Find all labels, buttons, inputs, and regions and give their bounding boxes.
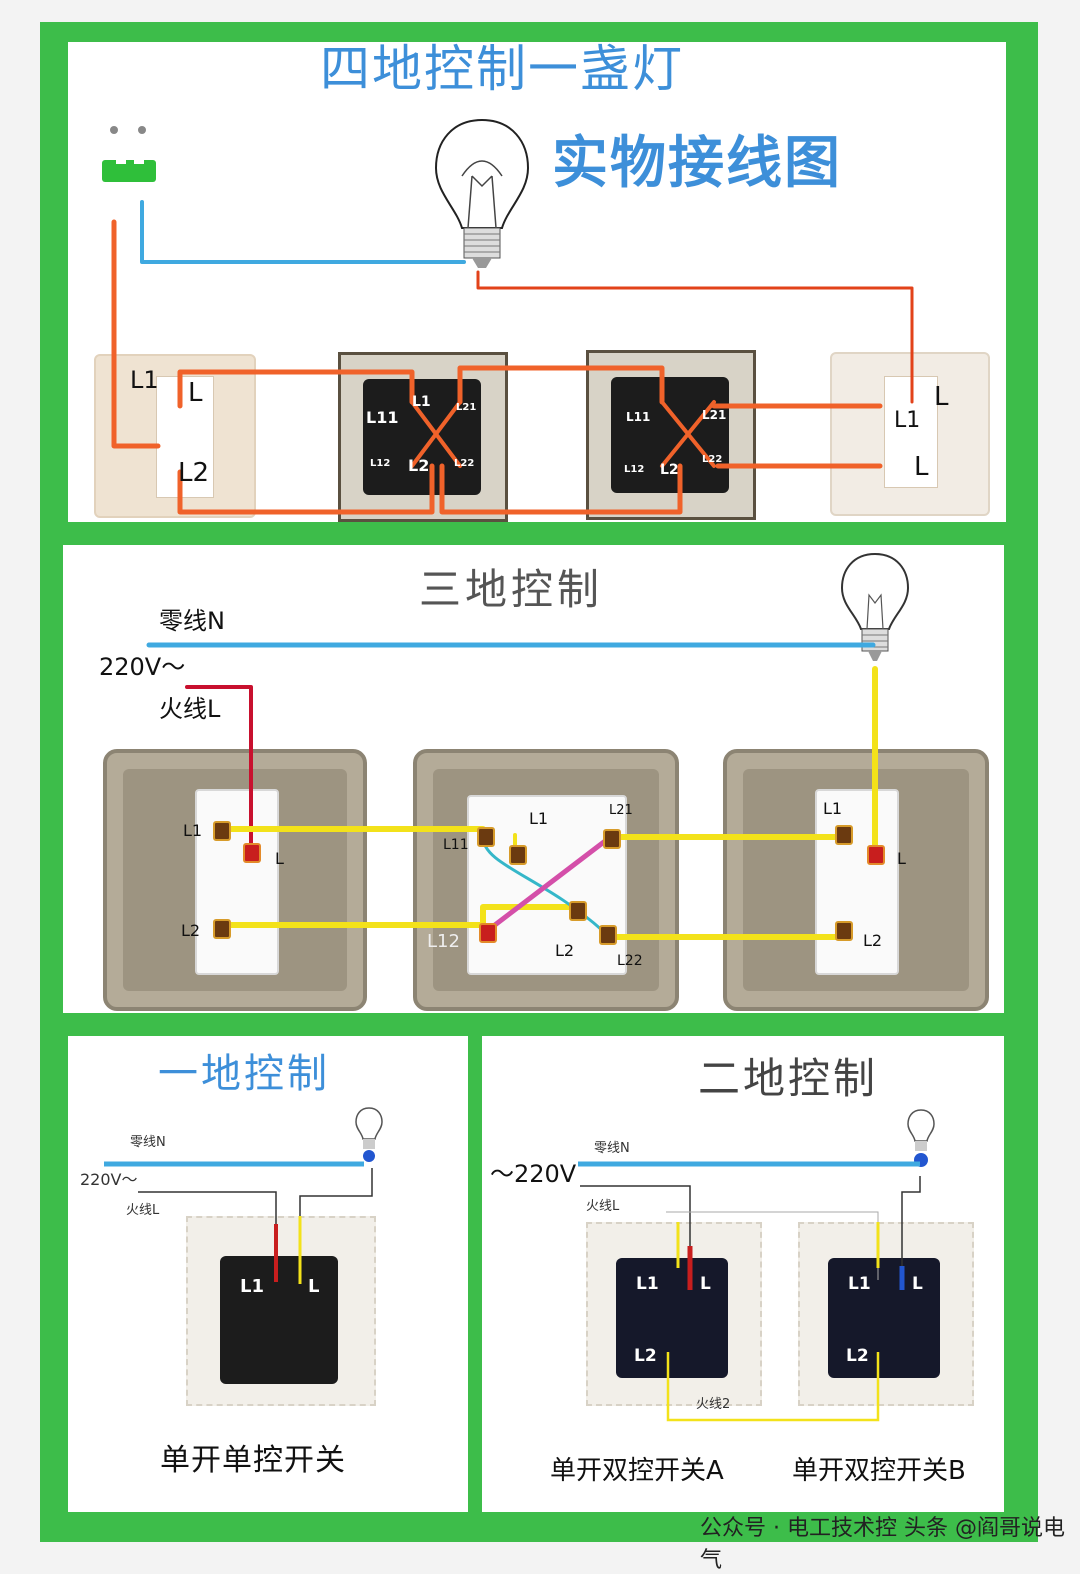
s2-l1-label: L1 [412, 394, 431, 410]
switch-c-l-terminal [867, 845, 885, 865]
s3-l11-label: L11 [626, 410, 651, 424]
two-way-switch-b-caption: 单开双控开关B [792, 1456, 966, 1486]
panel2-voltage-label: 220V～ [99, 653, 186, 681]
switch-b-l2-label: L2 [555, 941, 575, 960]
s4-l-label: L [934, 382, 949, 412]
panel2-title: 三地控制 [419, 565, 604, 614]
switch-c-l2-terminal [835, 921, 853, 941]
switch-a-l2-terminal [213, 919, 231, 939]
panel2-live-label: 火线L [159, 695, 221, 723]
switch-b-l2-terminal [569, 901, 587, 921]
switch-c-module [815, 789, 899, 975]
s1-l2-label: L2 [178, 458, 210, 488]
switch-c-l1-label: L1 [823, 799, 843, 818]
switch-b-l22-terminal [599, 925, 617, 945]
light-bulb-icon [840, 552, 910, 661]
switch-b-l21-label: L21 [609, 803, 633, 818]
switch-b-l12-terminal [479, 923, 497, 943]
panel3-neutral-label: 零线N [130, 1135, 166, 1150]
switch-a-l2-label: L2 [181, 921, 201, 940]
light-bulb-icon [907, 1109, 935, 1167]
s2-l2-label: L2 [408, 456, 430, 475]
switch-b-l2-label: L2 [846, 1346, 869, 1366]
two-way-switch-b-plate[interactable] [798, 1222, 974, 1406]
panel3-voltage-label: 220V～ [80, 1170, 138, 1189]
panel3-title: 一地控制 [158, 1051, 330, 1097]
switch-c-l-label: L [897, 849, 906, 868]
switch-b-l22-label: L22 [617, 953, 643, 969]
switch-b-l1-label: L1 [848, 1274, 871, 1294]
s3-l21-label: L21 [702, 408, 727, 422]
s2-l12-label: L12 [370, 458, 391, 469]
s1-l-label: L [188, 378, 203, 408]
switch-c-l2-label: L2 [863, 931, 883, 950]
switch-a-module [195, 789, 279, 975]
bridge-wire-label: 火线2 [696, 1397, 731, 1412]
two-way-switch-a-plate[interactable] [586, 1222, 762, 1406]
panel-four-way-control: 四地控制一盏灯 实物接线图 [68, 42, 1006, 522]
switch-a-l1-label: L1 [636, 1274, 659, 1294]
single-switch-l1-label: L1 [240, 1276, 264, 1297]
s4-l1-label: L1 [894, 408, 921, 433]
switch1-single-pole-double-throw[interactable] [94, 354, 256, 518]
s1-l1-label: L1 [130, 366, 159, 394]
panel-one-way-control: 一地控制 零线N 220V～ 火线L L1 L 单开单控开关 [68, 1036, 468, 1512]
single-pole-switch-plate[interactable] [186, 1216, 376, 1406]
panel4-neutral-label: 零线N [594, 1141, 630, 1156]
s3-l2-label: L2 [660, 462, 679, 478]
single-switch-caption: 单开单控开关 [160, 1443, 346, 1478]
light-bulb-icon [355, 1107, 383, 1162]
s2-l11-label: L11 [366, 408, 399, 427]
panel-three-way-control: 三地控制 零线N 220V～ 火线L [63, 545, 1004, 1013]
switch-b-l11-label: L11 [443, 837, 469, 853]
switch-b-l21-terminal [603, 829, 621, 849]
switch3-intermediate[interactable] [586, 350, 756, 520]
switch-c-l1-terminal [835, 825, 853, 845]
single-switch-l-label: L [308, 1276, 320, 1297]
two-way-switch-a-caption: 单开双控开关A [550, 1456, 724, 1486]
panel3-live-label: 火线L [126, 1203, 160, 1218]
switch-a-l2-label: L2 [634, 1346, 657, 1366]
panel4-live-label: 火线L [586, 1199, 620, 1214]
switch-b-l-label: L [912, 1274, 923, 1294]
switch-a-l-terminal [243, 843, 261, 863]
switch-a-l1-label: L1 [183, 821, 203, 840]
switch-b-l12-label: L12 [427, 931, 460, 952]
panel1-wiring [111, 200, 914, 515]
panel1-title: 四地控制一盏灯 [320, 42, 684, 98]
switch-b-l1-terminal [509, 845, 527, 865]
s3-l12-label: L12 [624, 464, 645, 475]
switch-a-l-label: L [275, 849, 284, 868]
breaker-icon [102, 126, 158, 196]
panel4-title: 二地控制 [698, 1054, 879, 1103]
switch-b-l11-terminal [477, 827, 495, 847]
watermark-text: 公众号 · 电工技术控 头条 @阎哥说电气 [700, 1516, 1065, 1573]
switch-a-l1-terminal [213, 821, 231, 841]
s2-l22-label: L22 [454, 458, 475, 469]
s3-l22-label: L22 [702, 454, 723, 465]
switch-a-l-label: L [700, 1274, 711, 1294]
panel2-wiring [146, 642, 878, 940]
switch4-single-pole-double-throw[interactable] [830, 352, 990, 516]
light-bulb-icon [434, 118, 530, 268]
panel1-subtitle: 实物接线图 [552, 131, 842, 196]
panel-two-way-control: 二地控制 零线N ～220V 火线L L1 L L2 L1 L L2 火线2 单… [482, 1036, 1004, 1512]
s2-l21-label: L21 [456, 402, 477, 413]
panel3-wiring [104, 1161, 373, 1284]
panel2-neutral-label: 零线N [159, 607, 225, 635]
switch-b-l1-label: L1 [529, 809, 549, 828]
panel4-wiring [578, 1161, 921, 1422]
panel4-voltage-label: ～220V [490, 1160, 577, 1188]
s4-l-lower-label: L [914, 452, 929, 482]
